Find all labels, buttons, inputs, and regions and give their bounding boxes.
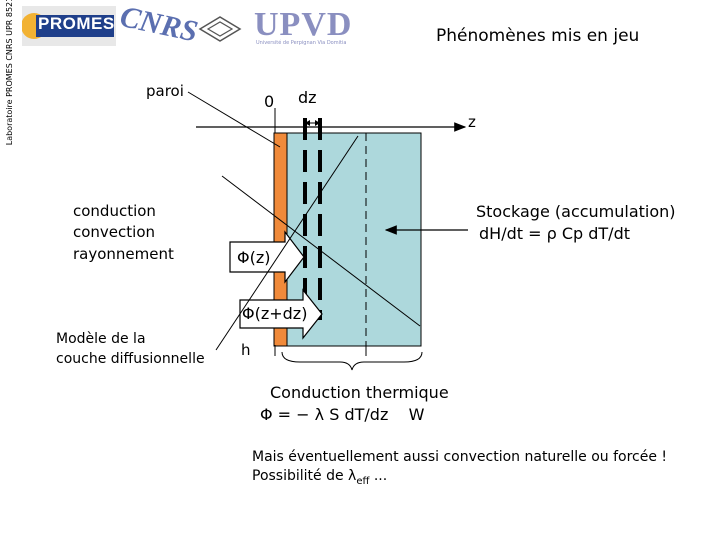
origin-label: 0 <box>264 92 275 111</box>
promes-logo-text: PROMES <box>38 14 115 33</box>
phi-z-dz-label: Φ(z+dz) <box>242 304 308 323</box>
conduction-label: conduction <box>73 202 156 220</box>
model-pointer <box>215 135 359 351</box>
rayonnement-label: rayonnement <box>73 245 174 263</box>
upvd-subtitle: Université de Perpignan Via Domitia <box>256 40 347 46</box>
storage-label-line1: Stockage (accumulation) <box>476 202 676 221</box>
z-axis-label: z <box>468 113 476 131</box>
promes-logo <box>22 6 116 46</box>
medium-brace <box>281 351 423 371</box>
h-label: h <box>241 341 251 359</box>
convection-label: convection <box>73 223 156 241</box>
note-line1: Mais éventuellement aussi convection nat… <box>252 449 668 465</box>
diamond-logo-icon <box>198 14 242 44</box>
model-label-line1: Modèle de la <box>56 331 146 347</box>
upvd-logo: UPVD <box>254 6 353 43</box>
phi-z-dz-arrow <box>239 288 323 340</box>
dz-label: dz <box>298 88 317 107</box>
paroi-label: paroi <box>146 82 184 100</box>
note-subscript: eff <box>356 475 370 487</box>
dz-arrow-left <box>305 120 310 126</box>
conduction-formula: Φ = − λ S dT/dz W <box>260 405 425 424</box>
phi-z-label: Φ(z) <box>237 248 271 267</box>
storage-formula: dH/dt = ρ Cp dT/dt <box>479 224 630 243</box>
conduction-thermique-label: Conduction thermique <box>270 383 449 402</box>
dz-arrow-right <box>315 120 320 126</box>
page-title: Phénomènes mis en jeu <box>436 26 640 46</box>
note-prefix: Possibilité de λ <box>252 468 357 484</box>
note-line2: Possibilité de λeff ... <box>252 467 387 491</box>
paroi-pointer <box>187 91 281 148</box>
model-label-line2: couche diffusionnelle <box>56 351 205 367</box>
note-suffix: ... <box>369 468 388 484</box>
transfer-pointer <box>221 175 421 327</box>
